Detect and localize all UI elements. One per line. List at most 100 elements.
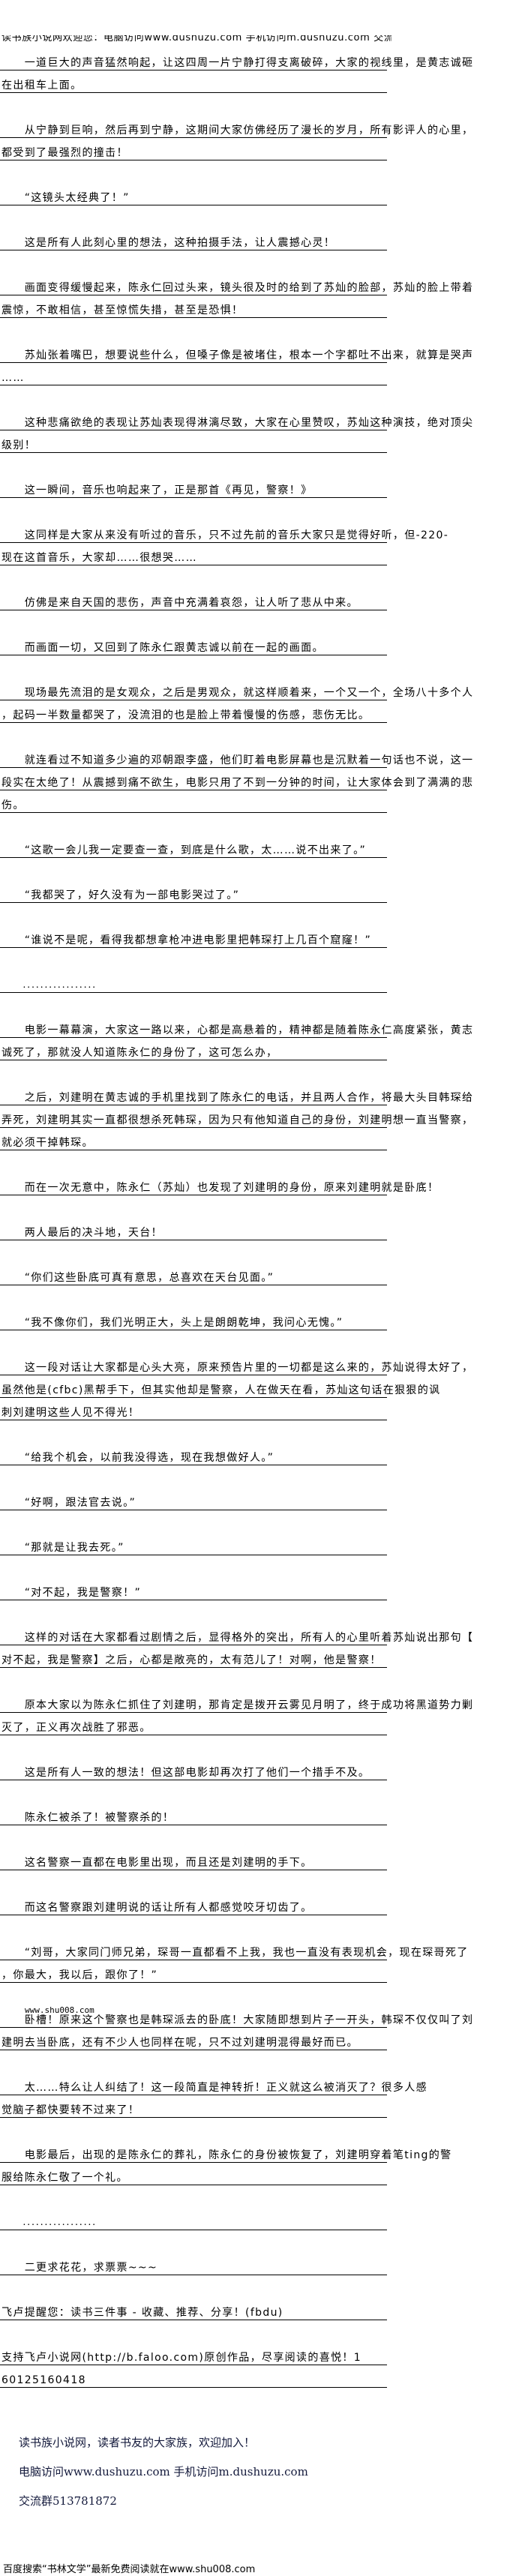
paragraph-line: 卧槽！原来这个警察也是韩琛派去的卧底！大家随即想到片子一开头，韩琛不仅仅叫了刘: [0, 2005, 472, 2028]
paragraph: 这一段对话让大家都是心头大亮，原来预告片里的一切都是这么来的，苏灿说得太好了，虽…: [0, 1353, 472, 1420]
paragraph: 而画面一切，又回到了陈永仁跟黄志诚以前在一起的画面。: [0, 633, 387, 655]
paragraph-line: 支持飞卢小说网(http://b.faloo.com)原创作品，尽享阅读的喜悦！…: [0, 2343, 387, 2365]
paragraph: 现场最先流泪的是女观众，之后是男观众，就这样顺着来，一个又一个，全场八十多个人，…: [0, 678, 472, 723]
paragraph: “那就是让我去死。”: [0, 1533, 387, 1555]
paragraph: 原本大家以为陈永仁抓住了刘建明，那肯定是拨开云雾见月明了，终于成功将黑道势力剿灭…: [0, 1690, 472, 1735]
paragraph-line: 这是所有人一致的想法！但这部电影却再次打了他们一个措手不及。: [0, 1758, 387, 1780]
paragraph-line: 伤。: [0, 790, 387, 813]
paragraph: 这名警察一直都在电影里出现，而且还是刘建明的手下。: [0, 1848, 387, 1870]
paragraph: 这一瞬间，音乐也响起来了，正是那首《再见，警察！》: [0, 475, 387, 498]
paragraph: 飞卢提醒您：读书三件事 - 收藏、推荐、分享！(fbdu): [0, 2298, 387, 2320]
paragraph: 之后，刘建明在黄志诚的手机里找到了陈永仁的电话，并且两人合作，将最大头目韩琛给弄…: [0, 1083, 472, 1150]
paragraph-line: ，起码一半数量都哭了，没流泪的也是脸上带着慢慢的伤感，悲伤无比。: [0, 700, 387, 723]
paragraph: 陈永仁被杀了！被警察杀的！: [0, 1803, 387, 1825]
paragraph-line: “对不起，我是警察！”: [0, 1578, 387, 1600]
paragraph-line: 现场最先流泪的是女观众，之后是男观众，就这样顺着来，一个又一个，全场八十多个人: [0, 678, 472, 700]
paragraph: 电影一幕幕演，大家这一路以来，心都是高悬着的，精神都是随着陈永仁高度紧张，黄志诚…: [0, 1015, 472, 1060]
paragraph-line: 这种悲痛欲绝的表现让苏灿表现得淋漓尽致，大家在心里赞叹，苏灿这种演技，绝对顶尖: [0, 408, 472, 430]
paragraph-line: 对不起，我是警察】之后，心都是敞亮的，太有范儿了！对啊，他是警察！: [0, 1645, 387, 1668]
footer-welcome: 读书族小说网，读者书友的大家族，欢迎加入！: [19, 2436, 256, 2449]
header-notice-text: 读书族小说网欢迎您：电脑访问www.dushuzu.com 手机访问m.dush…: [2, 35, 392, 43]
paragraph-line: “谁说不是呢，看得我都想拿枪冲进电影里把韩琛打上几百个窟窿！”: [0, 925, 387, 948]
paragraph-line: 苏灿张着嘴巴，想要说些什么，但嗓子像是被堵住，根本一个字都吐不出来，就算是哭声: [0, 340, 472, 363]
paragraph-line: ，你最大，我以后，跟你了！”: [0, 1960, 387, 1983]
paragraph: 苏灿张着嘴巴，想要说些什么，但嗓子像是被堵住，根本一个字都吐不出来，就算是哭声……: [0, 340, 472, 385]
paragraph-line: 画面变得缓慢起来，陈永仁回过头来，镜头很及时的给到了苏灿的脸部，苏灿的脸上带着: [0, 273, 472, 295]
paragraph-line: ……: [0, 363, 387, 385]
paragraph-line: 灭了，正义再次战胜了邪恶。: [0, 1713, 387, 1735]
paragraph-line: 服给陈永仁敬了一个礼。: [0, 2163, 387, 2185]
paragraph-line: 一道巨大的声音猛然响起，让这四周一片宁静打得支离破碎，大家的视线里，是黄志诚砸: [0, 48, 472, 70]
paragraph: 而在一次无意中，陈永仁（苏灿）也发现了刘建明的身份，原来刘建明就是卧底！: [0, 1173, 438, 1195]
paragraph: 太……特么让人纠结了！这一段简直是神转折！正义就这么被消灭了？很多人感觉脑子都快…: [0, 2073, 427, 2118]
paragraph-line: 这名警察一直都在电影里出现，而且还是刘建明的手下。: [0, 1848, 387, 1870]
paragraph-line: 而这名警察跟刘建明说的话让所有人都感觉咬牙切齿了。: [0, 1893, 387, 1915]
chapter-content: 一道巨大的声音猛然响起，让这四周一片宁静打得支离破碎，大家的视线里，是黄志诚砸在…: [0, 48, 472, 2410]
site-footer: 读书族小说网，读者书友的大家族，欢迎加入！ 电脑访问www.dushuzu.co…: [19, 2435, 308, 2523]
paragraph-line: “给我个机会，以前我没得选，现在我想做好人。”: [0, 1443, 387, 1465]
footer-access-links[interactable]: 电脑访问www.dushuzu.com 手机访问m.dushuzu.com: [19, 2465, 308, 2479]
paragraph: 而这名警察跟刘建明说的话让所有人都感觉咬牙切齿了。: [0, 1893, 387, 1915]
paragraph: 支持飞卢小说网(http://b.faloo.com)原创作品，尽享阅读的喜悦！…: [0, 2343, 387, 2388]
paragraph: “好啊，跟法官去说。”: [0, 1488, 387, 1510]
paragraph-line: “这歌一会儿我一定要查一查，到底是什么歌，太……说不出来了。”: [0, 835, 387, 858]
paragraph: 二更求花花，求票票~~~: [0, 2253, 387, 2275]
paragraph: “给我个机会，以前我没得选，现在我想做好人。”: [0, 1443, 387, 1465]
paragraph-line: “好啊，跟法官去说。”: [0, 1488, 387, 1510]
paragraph-line: 二更求花花，求票票~~~: [0, 2253, 387, 2275]
paragraph-line: 就连看过不知道多少遍的邓朝跟李盛，他们盯着电影屏幕也是沉默着一句话也不说，这一: [0, 745, 472, 768]
paragraph-line: “刘哥，大家同门师兄弟，琛哥一直都看不上我，我也一直没有表现机会，现在琛哥死了: [0, 1938, 467, 1960]
paragraph: 两人最后的决斗地，天台！: [0, 1218, 387, 1240]
paragraph-line: 现在这首音乐，大家却……很想哭……: [0, 543, 387, 565]
footer-group: 交流群513781872: [19, 2494, 117, 2508]
paragraph-line: 电影一幕幕演，大家这一路以来，心都是高悬着的，精神都是随着陈永仁高度紧张，黄志: [0, 1015, 472, 1038]
paragraph-line: 而在一次无意中，陈永仁（苏灿）也发现了刘建明的身份，原来刘建明就是卧底！: [0, 1173, 438, 1195]
paragraph: 就连看过不知道多少遍的邓朝跟李盛，他们盯着电影屏幕也是沉默着一句话也不说，这一段…: [0, 745, 472, 813]
paragraph-line: 这是所有人此刻心里的想法，这种拍摄手法，让人震撼心灵！: [0, 228, 387, 250]
paragraph: 这样的对话在大家都看过剧情之后，显得格外的突出，所有人的心里听着苏灿说出那句【对…: [0, 1623, 472, 1668]
paragraph-line: 陈永仁被杀了！被警察杀的！: [0, 1803, 387, 1825]
bottom-banner: 百度搜索“书林文学”最新免费阅读就在www.shu008.com: [3, 2564, 256, 2575]
paragraph: 这种悲痛欲绝的表现让苏灿表现得淋漓尽致，大家在心里赞叹，苏灿这种演技，绝对顶尖级…: [0, 408, 472, 453]
section-separator: ．．．．．．．．．．．．．．．．．: [0, 2208, 387, 2230]
paragraph-line: “那就是让我去死。”: [0, 1533, 387, 1555]
paragraph-line: 原本大家以为陈永仁抓住了刘建明，那肯定是拨开云雾见月明了，终于成功将黑道势力剿: [0, 1690, 472, 1713]
paragraph-line: 弄死，刘建明其实一直都很想杀死韩琛，因为只有他知道自己的身份，刘建明想一直当警察…: [0, 1105, 472, 1128]
paragraph-line: 级别！: [0, 430, 387, 453]
paragraph-line: 太……特么让人纠结了！这一段简直是神转折！正义就这么被消灭了？很多人感: [0, 2073, 427, 2095]
paragraph-line: “我不像你们，我们光明正大，头上是朗朗乾坤，我问心无愧。”: [0, 1308, 387, 1330]
paragraph: 卧槽！原来这个警察也是韩琛派去的卧底！大家随即想到片子一开头，韩琛不仅仅叫了刘建…: [0, 2005, 472, 2050]
paragraph: 画面变得缓慢起来，陈永仁回过头来，镜头很及时的给到了苏灿的脸部，苏灿的脸上带着震…: [0, 273, 472, 318]
paragraph-line: “你们这些卧底可真有意思，总喜欢在天台见面。”: [0, 1263, 387, 1285]
paragraph-line: “我都哭了，好久没有为一部电影哭过了。”: [0, 880, 387, 903]
paragraph-line: 这样的对话在大家都看过剧情之后，显得格外的突出，所有人的心里听着苏灿说出那句【: [0, 1623, 472, 1645]
paragraph: “谁说不是呢，看得我都想拿枪冲进电影里把韩琛打上几百个窟窿！”: [0, 925, 387, 948]
paragraph-line: 虽然他是(cfbc)黑帮手下，但其实他却是警察，人在做天在看，苏灿这句话在狠狠的…: [0, 1375, 440, 1398]
paragraph-line: 觉脑子都快要转不过来了！: [0, 2095, 387, 2118]
paragraph: 电影最后，出现的是陈永仁的葬礼，陈永仁的身份被恢复了，刘建明穿着笔ting的警服…: [0, 2140, 451, 2185]
paragraph: “我都哭了，好久没有为一部电影哭过了。”: [0, 880, 387, 903]
paragraph-line: 两人最后的决斗地，天台！: [0, 1218, 387, 1240]
paragraph: “我不像你们，我们光明正大，头上是朗朗乾坤，我问心无愧。”: [0, 1308, 387, 1330]
paragraph-line: 刺刘建明这些人见不得光！: [0, 1398, 387, 1420]
paragraph: 从宁静到巨响，然后再到宁静，这期间大家仿佛经历了漫长的岁月，所有影评人的心里，都…: [0, 115, 472, 160]
paragraph: “你们这些卧底可真有意思，总喜欢在天台见面。”: [0, 1263, 387, 1285]
paragraph-line: 诚死了，那就没人知道陈永仁的身份了，这可怎么办，: [0, 1038, 387, 1060]
paragraph-line: 60125160418: [0, 2365, 387, 2388]
paragraph: ．．．．．．．．．．．．．．．．．: [0, 970, 387, 993]
paragraph: “刘哥，大家同门师兄弟，琛哥一直都看不上我，我也一直没有表现机会，现在琛哥死了，…: [0, 1938, 467, 1983]
paragraph-line: 这同样是大家从来没有听过的音乐，只不过先前的音乐大家只是觉得好听，但-220-: [0, 520, 448, 543]
paragraph-line: 电影最后，出现的是陈永仁的葬礼，陈永仁的身份被恢复了，刘建明穿着笔ting的警: [0, 2140, 451, 2163]
paragraph-line: 飞卢提醒您：读书三件事 - 收藏、推荐、分享！(fbdu): [0, 2298, 387, 2320]
paragraph-line: 仿佛是来自天国的悲伤，声音中充满着哀怨，让人听了悲从中来。: [0, 588, 387, 610]
paragraph-line: 段实在太绝了！从震撼到痛不欲生，电影只用了不到一分钟的时间，让大家体会到了满满的…: [0, 768, 472, 790]
paragraph-line: 从宁静到巨响，然后再到宁静，这期间大家仿佛经历了漫长的岁月，所有影评人的心里，: [0, 115, 472, 138]
paragraph: “这歌一会儿我一定要查一查，到底是什么歌，太……说不出来了。”: [0, 835, 387, 858]
paragraph: 仿佛是来自天国的悲伤，声音中充满着哀怨，让人听了悲从中来。: [0, 588, 387, 610]
paragraph: “这镜头太经典了！”: [0, 183, 387, 205]
watermark: www.shu008.com: [25, 2005, 94, 2015]
paragraph: “对不起，我是警察！”: [0, 1578, 387, 1600]
paragraph-line: 震惊，不敢相信，甚至惊慌失措，甚至是恐惧！: [0, 295, 387, 318]
paragraph-line: 这一段对话让大家都是心头大亮，原来预告片里的一切都是这么来的，苏灿说得太好了，: [0, 1353, 472, 1375]
paragraph-line: 建明去当卧底，还有不少人也同样在呢，只不过刘建明混得最好而已。: [0, 2028, 387, 2050]
